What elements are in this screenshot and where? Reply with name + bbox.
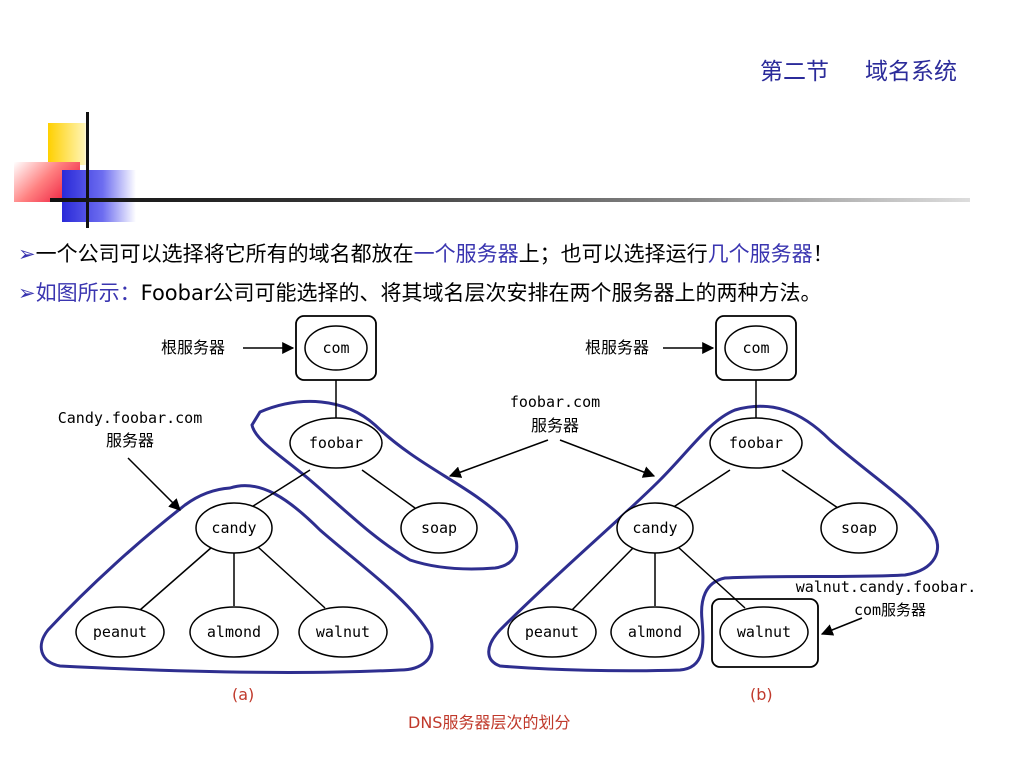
node-foobar-a [289,417,383,469]
bullet-1-highlight-b: 几个服务器 [707,242,813,266]
node-candy-a-label: candy [211,519,256,537]
node-com-b-label: com [742,339,769,357]
decor-horizontal-line [50,198,970,202]
foobar-server-label-line2: 服务器 [531,416,579,435]
node-candy-b [616,502,694,554]
bullet-1-text-b: 上；也可以选择运行 [518,242,708,266]
decor-yellow-block [48,123,88,165]
node-almond-a-label: almond [207,623,261,641]
caption-b: (b) [750,685,773,704]
section-topic: 域名系统 [865,59,957,85]
bullet-2-highlight: 如图所示： [35,281,141,305]
node-peanut-a [75,606,165,658]
node-walnut-a [298,606,388,658]
foobar-server-label-line1: foobar.com [510,393,600,411]
bullet-arrow-icon: ➢ [18,242,36,266]
decor-vertical-line [86,112,89,228]
node-com-b [724,325,788,371]
candy-server-label-line2: 服务器 [106,431,154,450]
decor-blue-block [62,170,136,222]
diagram-title: DNS服务器层次的划分 [408,713,571,732]
node-almond-b-label: almond [628,623,682,641]
bullet-1: ➢一个公司可以选择将它所有的域名都放在一个服务器上；也可以选择运行几个服务器！ [18,238,834,268]
node-foobar-b-label: foobar [729,434,783,452]
node-foobar-a-label: foobar [309,434,363,452]
foobar-server-annotation: foobar.com 服务器 [448,393,656,478]
bullet-1-text-c: ！ [812,242,834,266]
bullet-2-text: Foobar公司可能选择的、将其域名层次安排在两个服务器上的两种方法。 [140,281,822,305]
node-peanut-a-label: peanut [93,623,147,641]
zone-outline-candy-a [39,484,434,675]
zone-outline-foobar-b [487,404,939,673]
node-walnut-b [719,606,809,658]
tree-a: com foobar candy soap peanut almond waln… [39,315,519,675]
node-com-a [304,325,368,371]
caption-a: (a) [232,685,255,704]
node-soap-a-label: soap [421,519,457,537]
node-soap-b [820,502,898,554]
slide-header: 第二节 域名系统 [760,52,957,86]
root-server-label-b: 根服务器 [585,338,649,357]
walnut-server-label-line1: walnut.candy.foobar. [796,578,977,596]
node-almond-a [189,606,279,658]
walnut-server-label-line2: com服务器 [854,601,926,619]
node-peanut-b-label: peanut [525,623,579,641]
root-server-label-a: 根服务器 [161,338,225,357]
bullet-arrow-icon: ➢ [18,281,36,305]
bullet-1-text-a: 一个公司可以选择将它所有的域名都放在 [35,242,414,266]
node-almond-b [610,606,700,658]
candy-server-label-line1: Candy.foobar.com [58,409,203,427]
bullet-2: ➢如图所示：Foobar公司可能选择的、将其域名层次安排在两个服务器上的两种方法… [18,277,821,307]
node-soap-a [400,502,478,554]
node-com-a-label: com [322,339,349,357]
node-peanut-b [507,606,597,658]
node-foobar-b [709,417,803,469]
node-soap-b-label: soap [841,519,877,537]
tree-b: com foobar candy soap peanut almond waln… [487,315,977,673]
node-candy-a [195,502,273,554]
node-candy-b-label: candy [632,519,677,537]
bullet-1-highlight-a: 一个服务器 [413,242,519,266]
walnut-server-box-b [711,598,819,668]
node-walnut-b-label: walnut [737,623,791,641]
section-number: 第二节 [760,59,829,85]
node-walnut-a-label: walnut [316,623,370,641]
zone-outline-foobar-a [250,399,519,571]
